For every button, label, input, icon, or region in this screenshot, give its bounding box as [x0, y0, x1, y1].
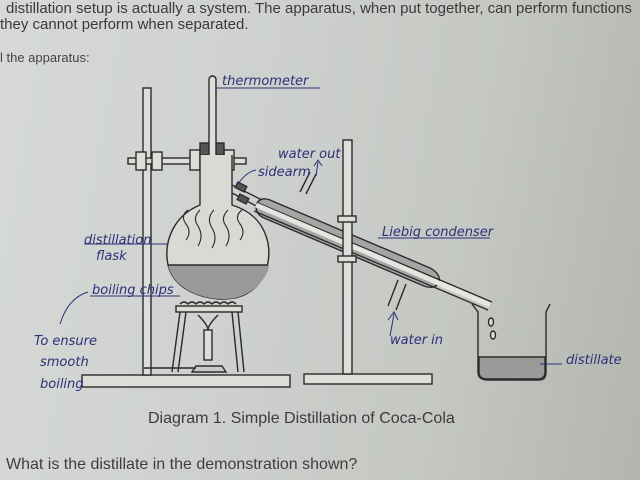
- liebig-condenser: [253, 171, 493, 311]
- label-liebig-condenser: Liebig condenser: [382, 225, 495, 240]
- diagram-caption: Diagram 1. Simple Distillation of Coca-C…: [148, 410, 455, 427]
- retort-stand-right: [303, 139, 433, 385]
- note-line-1: To ensure: [34, 334, 97, 349]
- bunsen-burner: [144, 314, 228, 373]
- label-distillation-flask-1: distillation: [84, 233, 151, 248]
- label-side-arm: sidearm: [258, 165, 311, 180]
- task-instruction: l the apparatus:: [0, 50, 90, 65]
- beaker: [471, 303, 551, 381]
- note-line-3: boiling: [40, 377, 84, 392]
- vapour-wisps: [182, 209, 244, 249]
- label-water-in: water in: [390, 333, 443, 348]
- note-line-2: smooth: [40, 355, 89, 370]
- intro-text-line-1: distillation setup is actually a system.…: [6, 0, 632, 17]
- label-thermometer: thermometer: [222, 74, 310, 89]
- question-text: What is the distillate in the demonstrat…: [6, 456, 358, 473]
- label-distillation-flask-2: flask: [96, 249, 127, 264]
- label-water-out: water out: [278, 147, 341, 162]
- intro-text-line-2: they cannot perform when separated.: [0, 16, 249, 33]
- boiling-chips-gauze: [179, 301, 237, 305]
- label-boiling-chips: boiling chips: [92, 283, 174, 298]
- tripod-stand: [171, 301, 245, 373]
- label-distillate: distillate: [566, 353, 622, 368]
- flask-liquid: [168, 265, 269, 300]
